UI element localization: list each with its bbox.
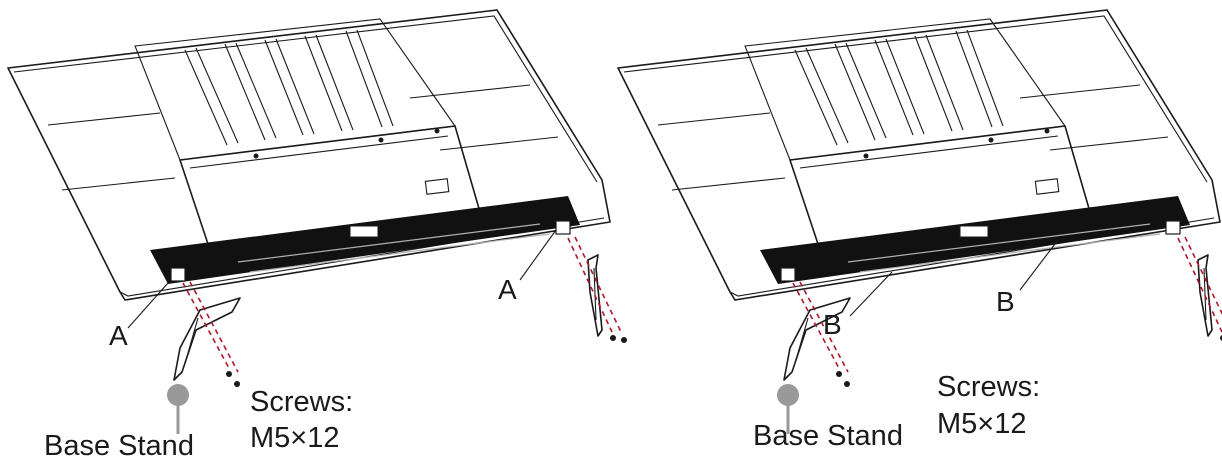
screws-label-right: Screws:	[937, 371, 1041, 403]
screws-label-left: Screws:	[250, 386, 354, 418]
left-panel	[7, 9, 628, 435]
screws-spec-right: M5×12	[937, 408, 1027, 440]
callout-a-left: A	[109, 320, 128, 351]
callout-leader-right-1	[849, 271, 893, 317]
right-panel	[617, 9, 1222, 435]
tv-back-drawing-left	[7, 9, 628, 435]
base-stand-label-left: Base Stand	[44, 430, 194, 462]
screws-spec-left: M5×12	[250, 422, 340, 454]
callout-leader-left-1	[127, 282, 169, 329]
callout-b-right: B	[996, 286, 1015, 317]
callout-leader-right-2	[1019, 239, 1059, 291]
callout-leader-left-2	[519, 229, 557, 281]
tv-back-drawing-right	[617, 9, 1222, 435]
base-stand-label-right: Base Stand	[753, 420, 903, 452]
callout-b-left: B	[823, 309, 842, 340]
callout-a-right: A	[498, 274, 517, 305]
